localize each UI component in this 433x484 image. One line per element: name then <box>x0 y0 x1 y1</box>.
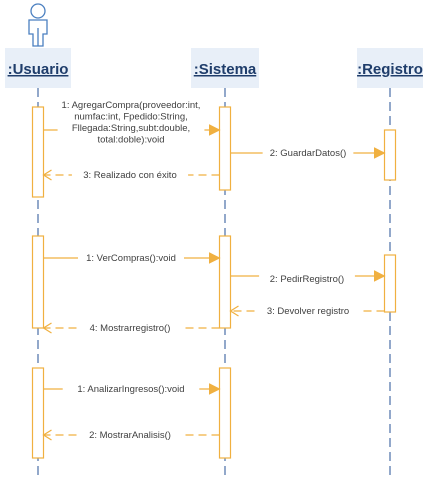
activation-bar-usuario <box>31 235 45 329</box>
label-background <box>255 305 361 317</box>
label-background <box>262 147 354 159</box>
lifeline-title-registro: :Registro <box>357 61 423 78</box>
filled-arrowhead <box>374 270 386 282</box>
activation-bar-usuario <box>31 106 45 198</box>
actor-icon <box>28 3 48 47</box>
message-return-2-3: 3: Devolver registro <box>229 305 385 317</box>
message-label: Fllegada:String,subt:double, <box>72 123 190 134</box>
open-arrowhead <box>42 429 52 441</box>
message-label: 2: GuardarDatos() <box>270 148 347 159</box>
open-arrowhead <box>42 169 52 181</box>
lifeline-title-sistema: :Sistema <box>194 61 257 78</box>
message-label: 3: Realizado con éxito <box>83 170 176 181</box>
open-arrowhead <box>42 322 52 334</box>
activation-bar-usuario <box>31 367 45 459</box>
label-background <box>71 169 189 181</box>
open-arrowhead <box>229 305 239 317</box>
message-call-1-1: 1: AgregarCompra(proveedor:int,numfac:in… <box>43 99 221 146</box>
activation-bar-registro <box>383 254 397 313</box>
lifeline-header-usuario <box>5 48 71 88</box>
label-background <box>62 383 200 395</box>
message-label: 4: Mostrarregistro() <box>90 323 171 334</box>
label-background <box>85 133 177 145</box>
lifeline-header-registro <box>357 48 423 88</box>
label-background <box>78 252 184 264</box>
message-label: total:doble):void <box>97 135 164 146</box>
message-label: 1: AnalizarIngresos():void <box>77 384 184 395</box>
label-background <box>77 322 183 334</box>
message-label: 3: Devolver registro <box>267 306 349 317</box>
message-return-2-4: 4: Mostrarregistro() <box>42 322 220 334</box>
filled-arrowhead <box>209 383 221 395</box>
filled-arrowhead <box>209 252 221 264</box>
label-background <box>60 110 202 122</box>
label-background <box>259 273 355 285</box>
message-call-3-1: 1: AnalizarIngresos():void <box>43 383 221 395</box>
message-call-1-2: 2: GuardarDatos() <box>230 147 386 159</box>
activation-bar-sistema <box>218 106 232 191</box>
message-return-1-3: 3: Realizado con éxito <box>42 169 220 181</box>
message-label: 2: MostrarAnalisis() <box>89 430 171 441</box>
message-label: 1: VerCompras():void <box>86 253 176 264</box>
label-background <box>49 99 213 111</box>
message-label: 1: AgregarCompra(proveedor:int, <box>62 100 201 111</box>
filled-arrowhead <box>374 147 386 159</box>
activation-bar-sistema <box>218 235 232 329</box>
lifeline-title-usuario: :Usuario <box>8 61 69 78</box>
message-return-3-2: 2: MostrarAnalisis() <box>42 429 220 441</box>
message-label: numfac:int, Fpedido:String, <box>74 112 188 123</box>
activation-bar-registro <box>383 129 397 181</box>
activation-bar-sistema <box>218 367 232 459</box>
message-call-2-2: 2: PedirRegistro() <box>230 270 386 285</box>
lifeline-header-sistema <box>191 48 259 88</box>
label-background <box>77 429 183 441</box>
filled-arrowhead <box>209 124 221 136</box>
message-call-2-1: 1: VerCompras():void <box>43 252 221 264</box>
message-label: 2: PedirRegistro() <box>270 274 344 285</box>
label-background <box>57 122 205 134</box>
